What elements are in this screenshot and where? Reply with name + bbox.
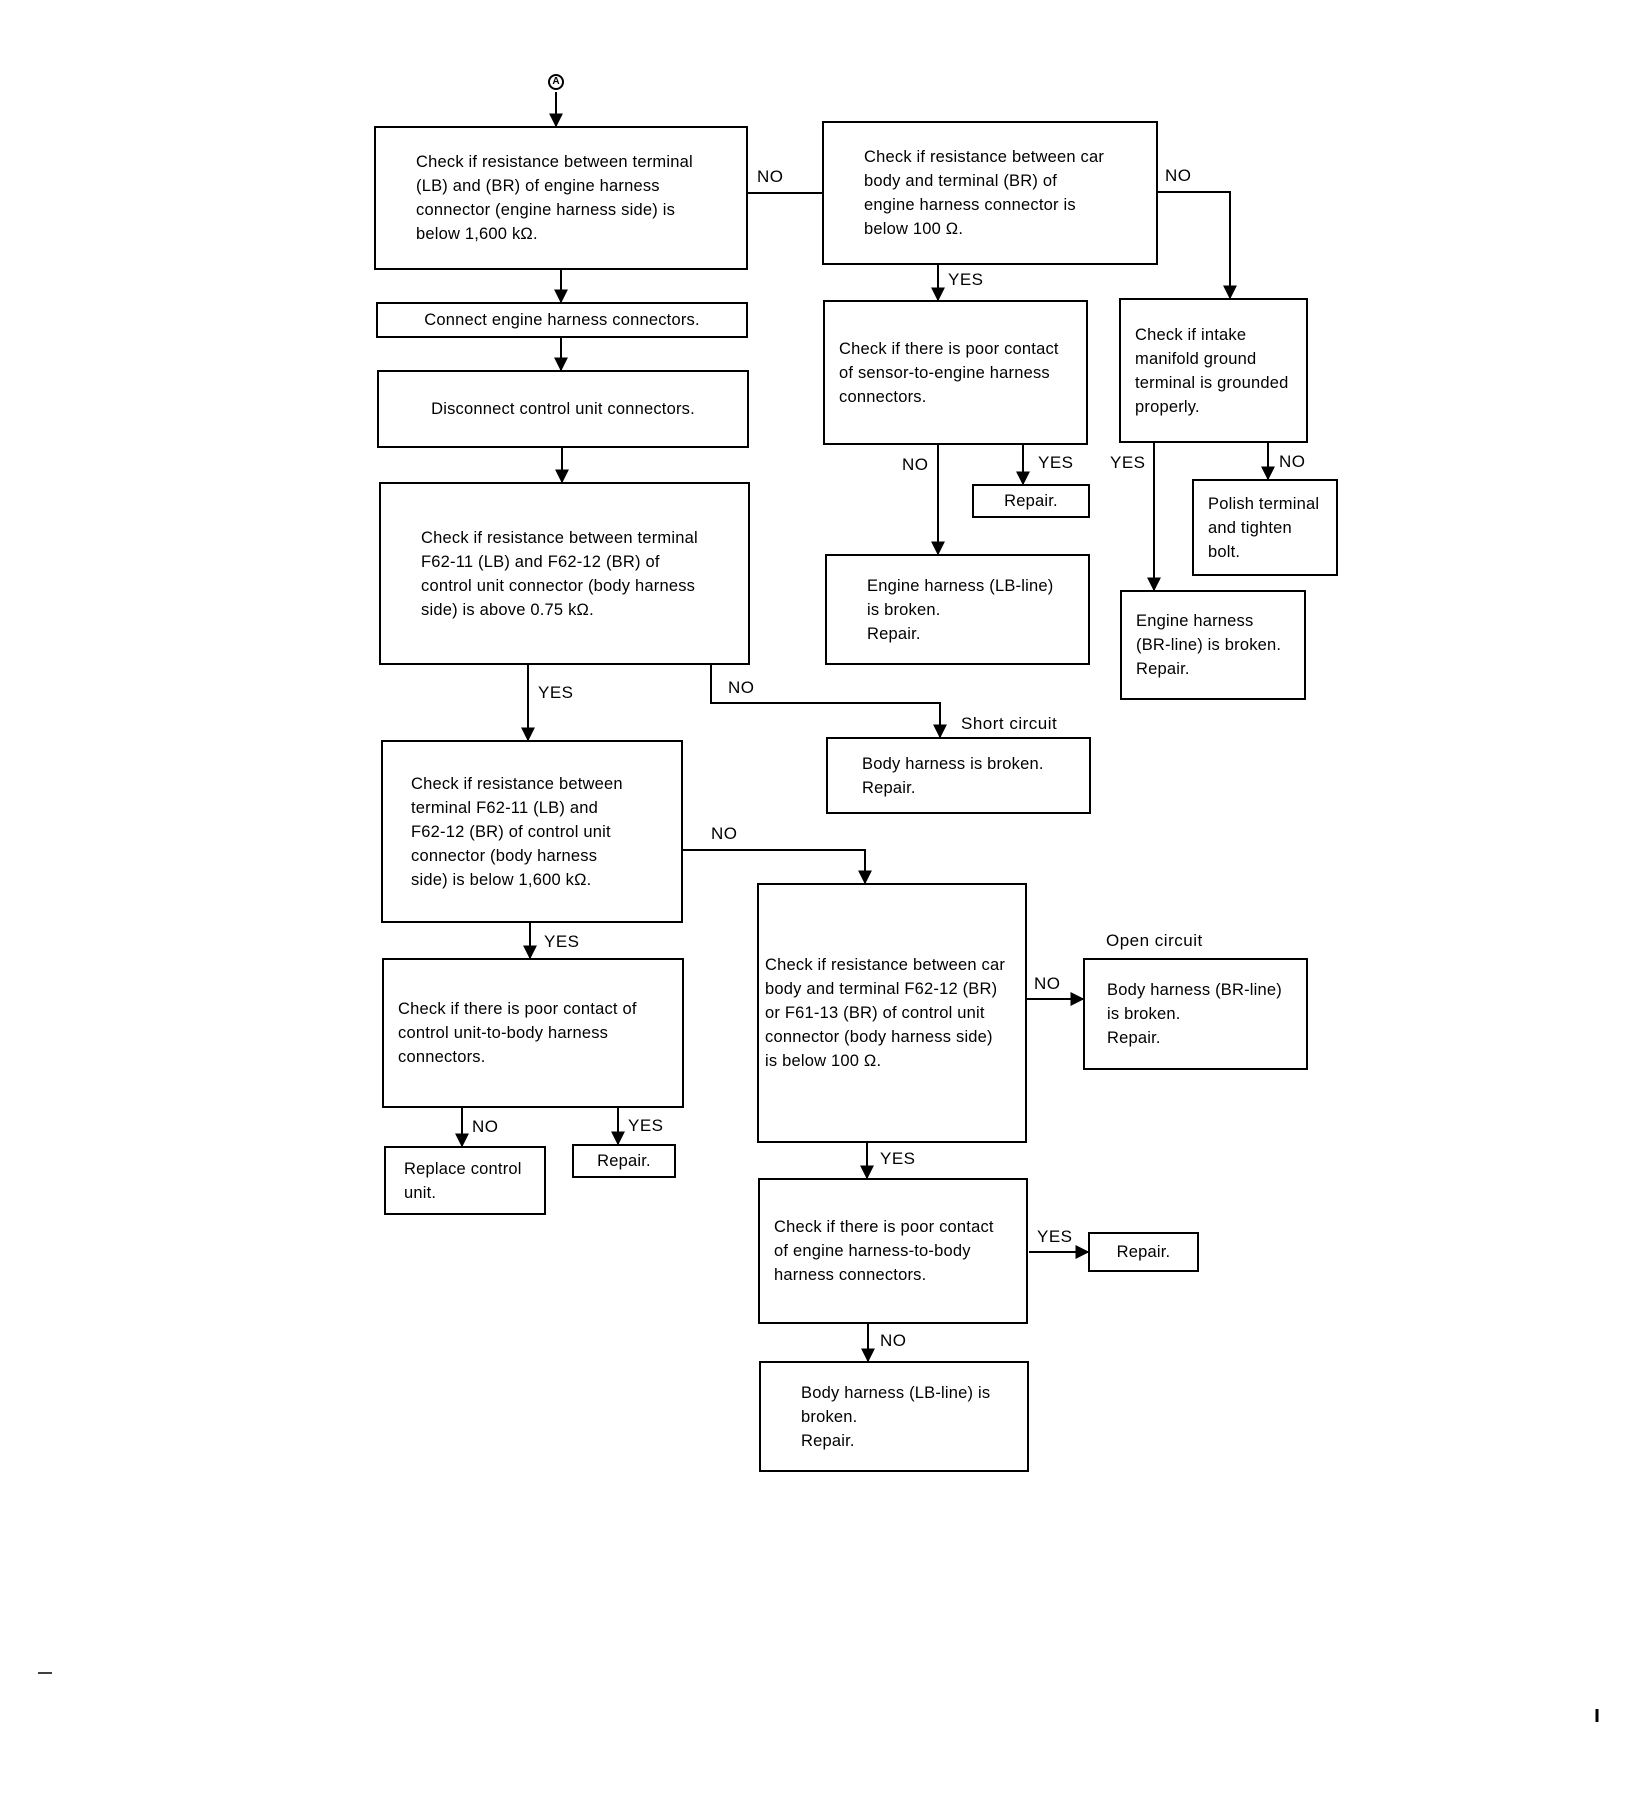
label-open-circuit: Open circuit: [1106, 931, 1203, 950]
body-harness-broken-box: Body harness is broken. Repair.: [826, 737, 1091, 814]
disconnect-control-text: Disconnect control unit connectors.: [431, 400, 695, 418]
check-intake-ground-box: Check if intake manifold ground terminal…: [1119, 298, 1308, 443]
check-poor-contact-sensor-text: Check if there is poor contact of sensor…: [839, 339, 1059, 406]
check-below-1600-text: Check if resistance between terminal F62…: [411, 774, 623, 889]
body-br-broken-text: Body harness (BR-line) is broken. Repair…: [1107, 981, 1282, 1047]
label-yes-4: YES: [538, 683, 574, 702]
check-poor-contact-control-text: Check if there is poor contact of contro…: [398, 1000, 637, 1066]
check-car-body-f62-text: Check if resistance between car body and…: [765, 956, 1006, 1070]
label-yes-1: YES: [948, 270, 984, 289]
disconnect-control-box: Disconnect control unit connectors.: [377, 370, 749, 448]
engine-br-broken-box: Engine harness (BR-line) is broken. Repa…: [1120, 590, 1306, 700]
check-car-body-br-text: Check if resistance between car body and…: [864, 148, 1105, 238]
label-no-5: NO: [728, 678, 755, 697]
body-br-broken-box: Body harness (BR-line) is broken. Repair…: [1083, 958, 1308, 1070]
repair-text-2: Repair.: [1004, 492, 1058, 510]
replace-control-box: Replace control unit.: [384, 1146, 546, 1215]
repair-box-3: Repair.: [1088, 1232, 1199, 1272]
check-above-075-box: Check if resistance between terminal F62…: [379, 482, 750, 665]
connect-engine-text: Connect engine harness connectors.: [424, 311, 700, 329]
label-yes-8: YES: [1037, 1227, 1073, 1246]
connect-engine-box: Connect engine harness connectors.: [376, 302, 748, 338]
check-car-body-f62-box: Check if resistance between car body and…: [757, 883, 1027, 1143]
label-no-8: NO: [1034, 974, 1061, 993]
check-car-body-br-box: Check if resistance between car body and…: [822, 121, 1158, 265]
label-no-6: NO: [711, 824, 738, 843]
repair-box-2: Repair.: [972, 484, 1090, 518]
label-no-4: NO: [1279, 452, 1306, 471]
scan-mark-left: [38, 1672, 52, 1674]
label-no-9: NO: [880, 1331, 907, 1350]
polish-terminal-box: Polish terminal and tighten bolt.: [1192, 479, 1338, 576]
label-no-2: NO: [1165, 166, 1192, 185]
repair-box-1: Repair.: [572, 1144, 676, 1178]
body-lb-broken-text: Body harness (LB-line) is broken. Repair…: [801, 1383, 991, 1450]
label-yes-5: YES: [544, 932, 580, 951]
label-yes-7: YES: [880, 1149, 916, 1168]
label-no-1: NO: [757, 167, 784, 186]
engine-lb-broken-text: Engine harness (LB-line) is broken. Repa…: [867, 576, 1054, 643]
check-intake-ground-text: Check if intake manifold ground terminal…: [1135, 325, 1289, 416]
engine-lb-broken-box: Engine harness (LB-line) is broken. Repa…: [825, 554, 1090, 665]
replace-control-text: Replace control unit.: [404, 1159, 522, 1202]
check-poor-contact-engine-body-box: Check if there is poor contact of engine…: [758, 1178, 1028, 1324]
label-short-circuit: Short circuit: [961, 714, 1058, 733]
body-harness-broken-text: Body harness is broken. Repair.: [862, 754, 1044, 797]
check-lb-br-engine-box: Check if resistance between terminal (LB…: [374, 126, 748, 270]
label-yes-6: YES: [628, 1116, 664, 1135]
label-no-3: NO: [902, 455, 929, 474]
body-lb-broken-box: Body harness (LB-line) is broken. Repair…: [759, 1361, 1029, 1472]
label-no-7: NO: [472, 1117, 499, 1136]
check-above-075-text: Check if resistance between terminal F62…: [421, 528, 698, 619]
polish-terminal-text: Polish terminal and tighten bolt.: [1208, 494, 1320, 561]
check-poor-contact-control-box: Check if there is poor contact of contro…: [382, 958, 684, 1108]
check-below-1600-box: Check if resistance between terminal F62…: [381, 740, 683, 923]
check-poor-contact-sensor-box: Check if there is poor contact of sensor…: [823, 300, 1088, 445]
check-poor-contact-engine-body-text: Check if there is poor contact of engine…: [774, 1218, 994, 1284]
label-yes-3: YES: [1110, 453, 1146, 472]
scan-mark-right: [1595, 1709, 1599, 1722]
repair-text-3: Repair.: [1116, 1243, 1171, 1261]
start-marker-a: A: [548, 74, 564, 90]
engine-br-broken-text: Engine harness (BR-line) is broken. Repa…: [1136, 612, 1282, 678]
label-yes-2: YES: [1038, 453, 1074, 472]
check-lb-br-engine-text: Check if resistance between terminal (LB…: [416, 153, 693, 243]
repair-text-1: Repair.: [597, 1152, 651, 1170]
